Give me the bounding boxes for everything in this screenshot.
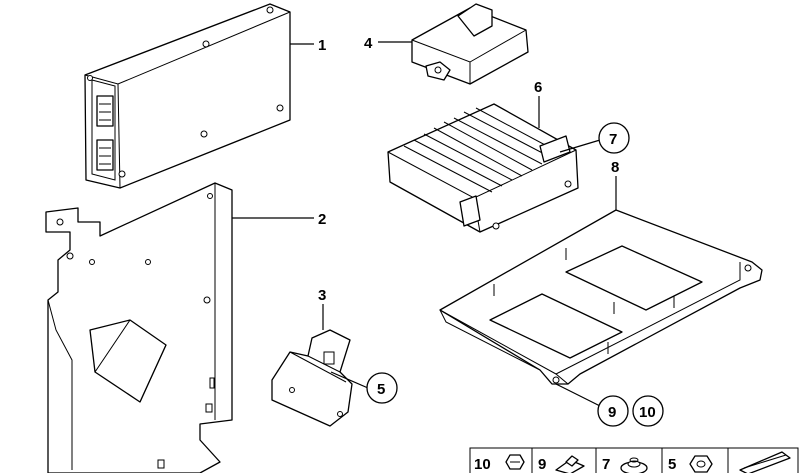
hardware-legend: 10 9 7 5 [469, 447, 799, 473]
small-module-part-4[interactable] [411, 3, 529, 85]
legend-cell-5[interactable]: 5 [668, 455, 713, 473]
callout-10[interactable]: 10 [639, 404, 656, 421]
callout-circle-5 [366, 372, 398, 404]
callout-7[interactable]: 7 [609, 131, 617, 148]
callout-4[interactable]: 4 [364, 35, 373, 52]
small-bracket-part-3[interactable] [271, 329, 353, 427]
callout-5[interactable]: 5 [377, 381, 385, 398]
legend-cell-7[interactable]: 7 [602, 456, 648, 473]
amplifier-part-6[interactable] [387, 103, 579, 233]
callout-9[interactable]: 9 [608, 404, 616, 421]
nut-icon [505, 454, 525, 470]
grommet-icon [620, 457, 648, 473]
hex-nut-icon [689, 455, 713, 473]
callout-circle-10 [632, 395, 664, 427]
legend-num-5: 5 [668, 456, 676, 473]
callout-2[interactable]: 2 [318, 211, 326, 228]
callout-3[interactable]: 3 [318, 287, 326, 304]
tray-bracket-part-8[interactable] [439, 209, 763, 385]
callout-1[interactable]: 1 [318, 37, 326, 54]
leader-line-7 [559, 139, 601, 153]
legend-num-10: 10 [474, 456, 491, 473]
legend-cell-10[interactable]: 10 [474, 454, 525, 473]
callout-circle-9 [597, 395, 629, 427]
clip-nut-icon [555, 455, 585, 473]
callout-6[interactable]: 6 [534, 79, 542, 96]
legend-cell-9[interactable]: 9 [538, 455, 585, 473]
legend-num-7: 7 [602, 456, 610, 473]
legend-num-9: 9 [538, 456, 546, 473]
callout-8[interactable]: 8 [611, 159, 619, 176]
callout-circle-7 [598, 122, 630, 154]
mounting-bracket-part-2[interactable] [45, 182, 233, 473]
control-module-part-1[interactable] [84, 3, 291, 189]
leader-line-9 [555, 383, 601, 407]
leader-line-5 [330, 371, 369, 389]
